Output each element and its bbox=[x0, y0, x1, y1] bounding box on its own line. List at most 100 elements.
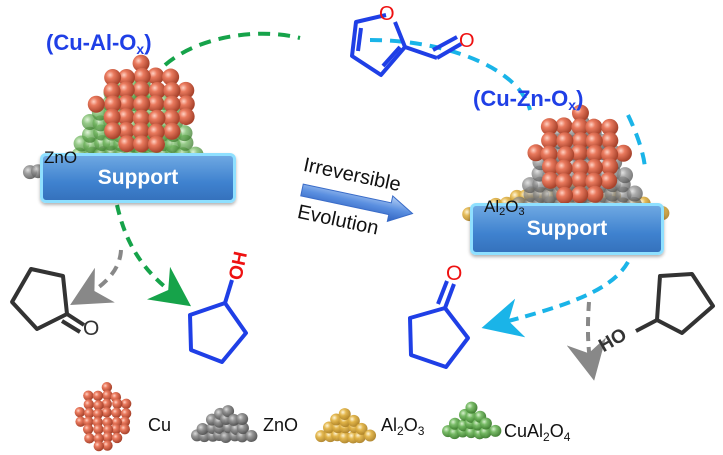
al2o3-particle bbox=[338, 431, 351, 444]
cu-atom bbox=[585, 172, 603, 190]
cu-atom bbox=[132, 109, 150, 127]
cu-atom bbox=[541, 158, 559, 176]
zno-particle bbox=[236, 422, 249, 435]
cu-atom bbox=[586, 185, 604, 203]
left-catalyst-label: (Cu-Al-Ox) bbox=[46, 30, 152, 57]
cu-atom bbox=[75, 416, 86, 427]
right-cu-cluster bbox=[527, 104, 632, 204]
zno-particle bbox=[219, 430, 232, 443]
cual2o4-particle bbox=[479, 417, 492, 430]
legend-al2o3-swatch bbox=[315, 408, 377, 444]
cu-atom bbox=[571, 118, 589, 136]
left-support: Support bbox=[40, 153, 236, 203]
cual2o4-particle bbox=[479, 426, 492, 439]
furfural-molecule bbox=[350, 13, 463, 77]
cu-atom bbox=[93, 433, 104, 444]
legend-zno-swatch bbox=[191, 405, 258, 443]
gray-minor-arrow-left bbox=[70, 249, 123, 305]
cu-atom bbox=[556, 132, 574, 150]
cu-atom bbox=[585, 132, 603, 150]
cual2o4-particle bbox=[465, 401, 478, 414]
cu-atom bbox=[557, 146, 575, 164]
evolution-arrow bbox=[300, 183, 414, 223]
cual2o4-particle bbox=[489, 424, 502, 437]
cu-atom bbox=[104, 122, 122, 140]
cu-atom bbox=[103, 108, 121, 126]
al2o3-particle bbox=[323, 421, 336, 434]
cu-atom bbox=[110, 423, 122, 435]
cu-atom bbox=[119, 416, 131, 427]
cu-atom bbox=[555, 173, 573, 191]
legend-zno-label: ZnO bbox=[263, 415, 299, 435]
cu-atom bbox=[118, 135, 136, 153]
cu-atom bbox=[571, 186, 589, 204]
cu-atom bbox=[101, 407, 112, 418]
cu-atom bbox=[84, 433, 95, 444]
zno-particle bbox=[617, 167, 634, 184]
cu-atom bbox=[101, 382, 113, 393]
cu-atom bbox=[163, 122, 181, 140]
right-support: Support bbox=[470, 203, 664, 255]
left-cyclopentanone bbox=[10, 267, 86, 334]
cual2o4-particle bbox=[176, 125, 193, 142]
cu-atom bbox=[118, 68, 136, 86]
right-al2o3-label: Al2O3 bbox=[484, 197, 525, 218]
cu-atom bbox=[103, 82, 121, 100]
cu-atom bbox=[117, 121, 135, 139]
cu-atom bbox=[162, 68, 180, 86]
right-cyclopentanol bbox=[635, 272, 715, 335]
furfural-ring-oxygen: O bbox=[379, 3, 395, 25]
cu-atom bbox=[614, 144, 632, 162]
cu-atom bbox=[102, 390, 113, 401]
cu-atom bbox=[87, 95, 105, 113]
cu-atom bbox=[555, 117, 573, 135]
cu-atom bbox=[601, 118, 619, 136]
left-support-label: Support bbox=[97, 166, 179, 189]
right-support-label: Support bbox=[526, 217, 608, 240]
legend-cu-label: Cu bbox=[148, 415, 172, 435]
cu-atom bbox=[83, 399, 95, 410]
legend-cual2o4-swatch bbox=[442, 401, 502, 440]
al2o3-particle bbox=[315, 430, 328, 443]
cu-atom bbox=[83, 390, 94, 401]
zno-particle bbox=[222, 405, 235, 418]
cyan-product-arrow bbox=[481, 260, 630, 338]
cu-atom bbox=[541, 132, 559, 150]
cu-atom bbox=[585, 158, 603, 176]
cu-atom bbox=[92, 390, 104, 402]
furfural-carbonyl-oxygen: O bbox=[459, 30, 475, 52]
cu-atom bbox=[177, 108, 195, 126]
cu-atom bbox=[120, 408, 132, 419]
cyan-arc-path-2 bbox=[626, 114, 647, 171]
cu-atom bbox=[527, 144, 545, 162]
cu-atom bbox=[132, 122, 150, 140]
left-cu-cluster bbox=[87, 54, 195, 153]
cu-atom bbox=[571, 171, 589, 189]
cu-atom bbox=[541, 171, 559, 189]
legend-cual2o4-label: CuAl2O4 bbox=[504, 421, 571, 444]
zno-particle bbox=[236, 413, 249, 426]
right-cyclopentanone bbox=[408, 280, 470, 369]
cu-atom bbox=[132, 81, 150, 99]
cu-atom bbox=[111, 432, 123, 444]
cu-atom bbox=[571, 159, 589, 177]
cu-atom bbox=[104, 95, 122, 113]
cu-atom bbox=[570, 144, 588, 162]
legend-al2o3-label: Al2O3 bbox=[381, 415, 425, 438]
cu-atom bbox=[540, 145, 558, 163]
cu-atom bbox=[101, 398, 112, 410]
cu-atom bbox=[571, 132, 589, 150]
cu-atom bbox=[74, 406, 86, 418]
cu-atom bbox=[133, 95, 151, 113]
cu-atom bbox=[601, 158, 619, 176]
gray-minor-arrow-right bbox=[566, 301, 606, 381]
cu-atom bbox=[147, 67, 165, 85]
cu-atom bbox=[104, 68, 122, 86]
cu-atom bbox=[162, 109, 180, 127]
cu-atom bbox=[117, 81, 135, 99]
cu-atom bbox=[93, 440, 104, 452]
cu-atom bbox=[102, 424, 114, 435]
cu-atom bbox=[92, 408, 104, 420]
cu-atom bbox=[133, 135, 151, 153]
